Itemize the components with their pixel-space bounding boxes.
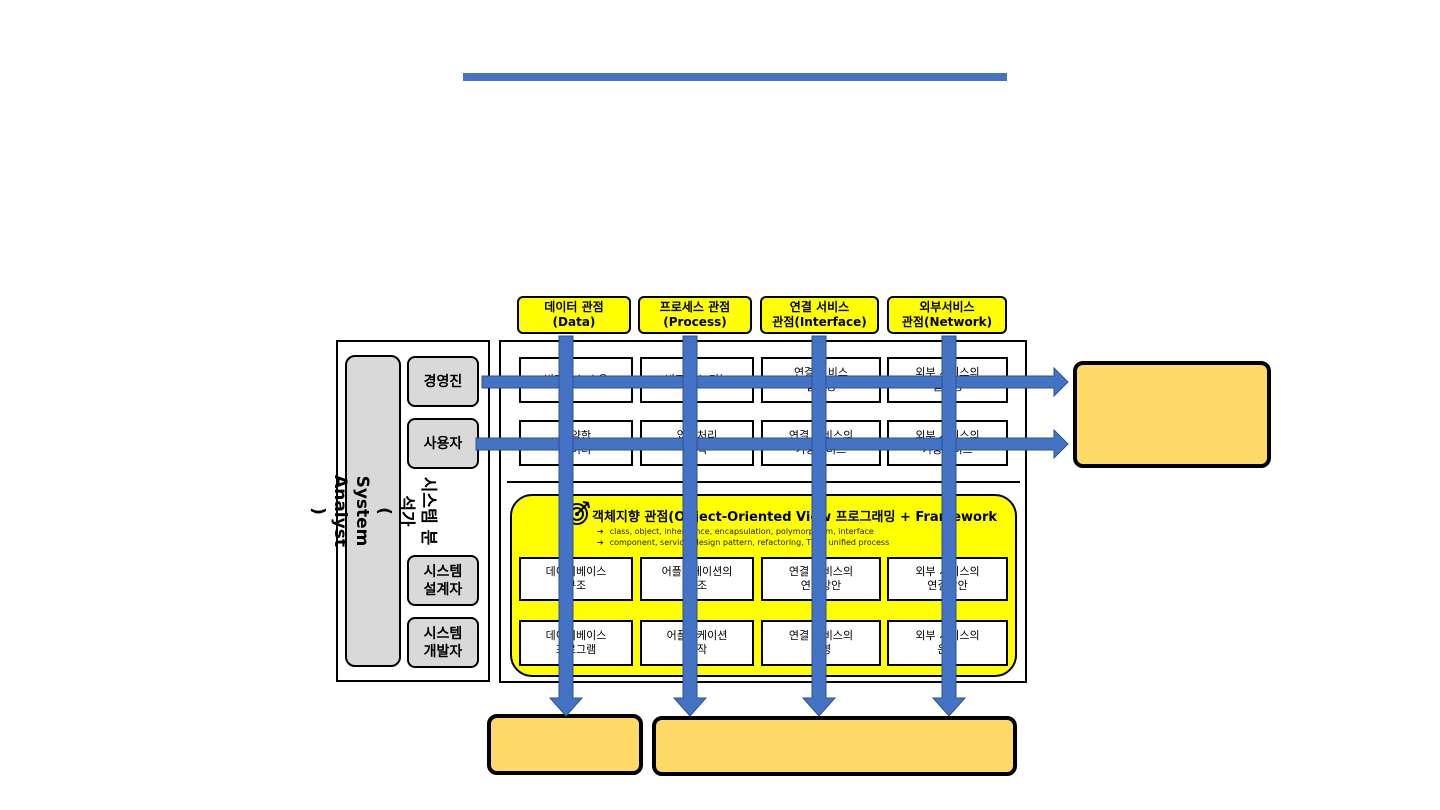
- system-analyst-box: 시스템 분석가 ( System Analyst ): [308, 355, 438, 667]
- role-user: 사용자: [407, 418, 479, 469]
- arrow-process: [672, 335, 708, 717]
- role-executive: 경영진: [407, 356, 479, 407]
- section-divider: [507, 481, 1020, 483]
- output-box-right: [1073, 361, 1271, 468]
- view-header-interface: 연결 서비스 관점(Interface): [760, 296, 879, 334]
- view-header-data: 데이터 관점 (Data): [517, 296, 631, 334]
- view-header-network: 외부서비스 관점(Network): [887, 296, 1007, 334]
- role-system-designer: 시스템 설계자: [407, 555, 479, 606]
- title-bar: [463, 73, 1007, 81]
- bullet-text: class, object, inheritance, encapsulatio…: [609, 527, 874, 536]
- view-header-process: 프로세스 관점 (Process): [638, 296, 752, 334]
- output-box-bottom-right: [652, 716, 1017, 776]
- output-box-bottom-left: [487, 714, 643, 775]
- arrow-network: [931, 335, 967, 717]
- arrow-interface: [801, 335, 837, 717]
- arrow-executive: [481, 366, 1069, 398]
- bullet-text: component, service, design pattern, refa…: [609, 538, 890, 547]
- role-system-developer: 시스템 개발자: [407, 617, 479, 668]
- object-oriented-bullet-1: ➔class, object, inheritance, encapsulati…: [597, 527, 874, 536]
- arrow-data: [548, 335, 584, 717]
- object-oriented-bullet-2: ➔component, service, design pattern, ref…: [597, 538, 890, 547]
